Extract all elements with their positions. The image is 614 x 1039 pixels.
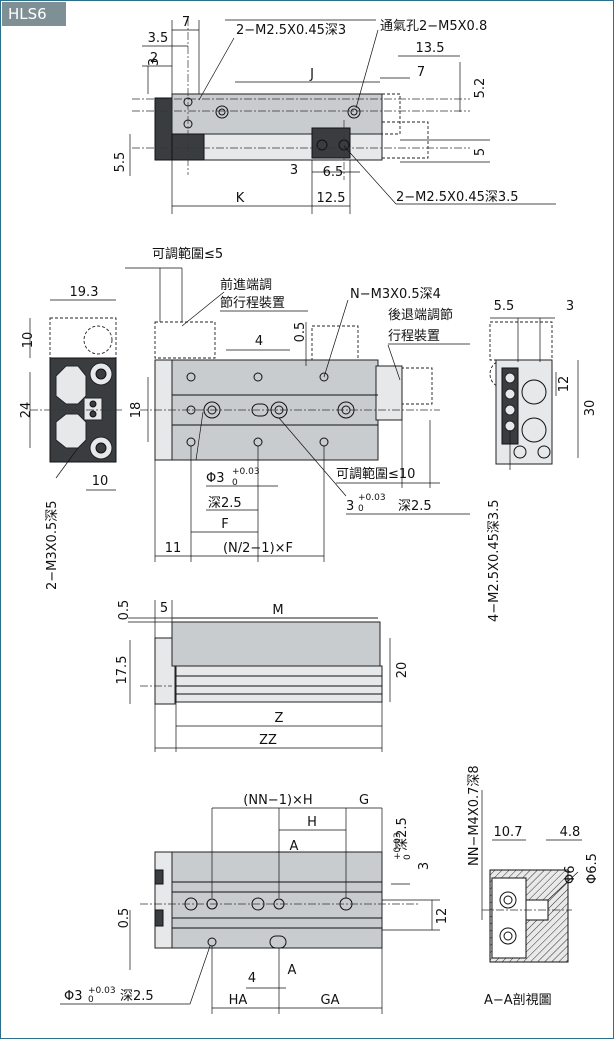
label-deep-bottom: 深2.5: [395, 817, 410, 851]
dim-4: 4: [255, 334, 263, 349]
dim-5-side: 5: [160, 601, 168, 616]
dim-Z: Z: [275, 711, 284, 726]
tol-lo-mid: 0: [232, 478, 238, 488]
dim-3b: 3: [290, 163, 298, 178]
side-view: 0.5 5 M 17.5 20 Z ZZ: [115, 600, 410, 752]
tol-hi-mid: +0.03: [232, 467, 260, 477]
dim-0-5-side: 0.5: [117, 600, 132, 621]
dim-3-right: 3: [566, 299, 574, 314]
label-hole-3: 3: [346, 499, 354, 514]
label-phi3: Φ3: [206, 471, 225, 486]
label-phi3-bottom: Φ3: [64, 989, 83, 1004]
dim-5-2: 5.2: [473, 78, 488, 99]
dim-12-right: 12: [557, 376, 572, 393]
dim-2: 2: [150, 51, 158, 66]
top-dashed-adjuster: [381, 121, 429, 159]
dim-18: 18: [129, 402, 144, 419]
dim-F: F: [221, 517, 228, 532]
label-phi6-5: Φ6.5: [585, 853, 600, 884]
label-right-screw: 4−M2.5X0.45深3.5: [487, 499, 502, 622]
dim-7b: 7: [417, 65, 425, 80]
label-A-top: A: [290, 839, 299, 854]
dim-3: 3: [147, 58, 162, 66]
dim-11: 11: [165, 541, 182, 556]
dim-10b: 10: [92, 474, 109, 489]
dim-30: 30: [583, 400, 598, 417]
dim-24: 24: [19, 402, 34, 419]
dim-7: 7: [182, 15, 190, 30]
svg-text:0: 0: [88, 995, 94, 1005]
dim-5: 5: [473, 148, 488, 156]
label-deep-2-5-bottom: 深2.5: [120, 989, 154, 1004]
label-phi6: Φ6: [563, 865, 578, 884]
dim-H: H: [307, 815, 317, 830]
bottom-slide-table: [171, 851, 383, 949]
dim-J: J: [309, 67, 314, 82]
top-hole-left: [215, 105, 229, 119]
label-nm3: N−M3X0.5深4: [350, 287, 441, 302]
dim-0-5-bottom: 0.5: [117, 908, 132, 929]
label-rear-2: 行程裝置: [388, 329, 440, 344]
svg-text:0: 0: [358, 504, 364, 514]
dim-K: K: [236, 191, 245, 206]
label-adj-10: 可調範圍≤10: [336, 467, 415, 482]
svg-text:0: 0: [403, 854, 413, 860]
dim-12-5: 12.5: [317, 191, 346, 206]
label-adj-5: 可調範圍≤5: [152, 247, 223, 262]
dim-4-8: 4.8: [560, 825, 581, 840]
dim-12-bottom: 12: [435, 908, 450, 925]
label-deep-2-5b: 深2.5: [398, 499, 432, 514]
dim-20: 20: [395, 662, 410, 679]
dim-10: 10: [21, 332, 36, 349]
dim-nnh: (NN−1)×H: [243, 793, 312, 808]
dim-19-3: 19.3: [70, 285, 99, 300]
dim-6-5: 6.5: [323, 165, 344, 180]
top-view: 7 3.5 2 3 5.5 J 2−M2.5X0.45深3 通氣孔2−M5X0.…: [113, 15, 556, 214]
label-deep-2-5: 深2.5: [208, 496, 242, 511]
dim-10-7: 10.7: [494, 825, 523, 840]
top-dashed-extension: [381, 93, 401, 135]
dim-17-5: 17.5: [115, 656, 130, 685]
label-front-1: 前進端調: [220, 277, 272, 293]
dim-4-bottom: 4: [248, 971, 256, 986]
dim-5-5: 5.5: [113, 152, 128, 173]
label-vent: 通氣孔2−M5X0.8: [380, 19, 487, 34]
label-nn-m4: NN−M4X0.7深8: [467, 765, 482, 866]
dim-GA: GA: [321, 993, 340, 1008]
top-hole-right: [347, 105, 361, 119]
label-screw-top: 2−M2.5X0.45深3: [236, 23, 346, 38]
label-hole-3-bottom: 3: [417, 862, 432, 870]
dim-ZZ: ZZ: [259, 733, 277, 748]
dim-0-5: 0.5: [293, 322, 308, 343]
label-section-aa: A−A剖視圖: [484, 993, 552, 1008]
dim-13-5: 13.5: [416, 41, 445, 56]
label-rear-1: 後退端調節: [388, 308, 453, 323]
label-screw-top2: 2−M2.5X0.45深3.5: [396, 190, 519, 205]
model-tag: HLS6: [2, 2, 66, 26]
middle-views: 19.3 10 24 10 2−M3X0.5深5: [19, 247, 598, 622]
dim-nf: (N/2−1)×F: [223, 541, 293, 556]
svg-text:+0.03: +0.03: [88, 986, 116, 996]
svg-text:+0.03: +0.03: [358, 493, 386, 503]
dim-5-5-right: 5.5: [494, 299, 515, 314]
bottom-view: (NN−1)×H G H A 0.5 4 A HA GA 3 +0.03 0 深…: [60, 765, 600, 1014]
side-slide-table: [171, 621, 381, 667]
dim-G: G: [359, 793, 369, 808]
dim-M: M: [272, 603, 283, 618]
label-front-2: 節行程裝置: [220, 296, 285, 311]
dim-HA: HA: [229, 993, 248, 1008]
svg-text:+0.03: +0.03: [393, 832, 403, 860]
label-A-bottom: A: [288, 963, 297, 978]
label-side-screw: 2−M3X0.5深5: [45, 500, 60, 590]
dim-3-5: 3.5: [148, 31, 169, 46]
top-slide-table: [171, 93, 383, 135]
